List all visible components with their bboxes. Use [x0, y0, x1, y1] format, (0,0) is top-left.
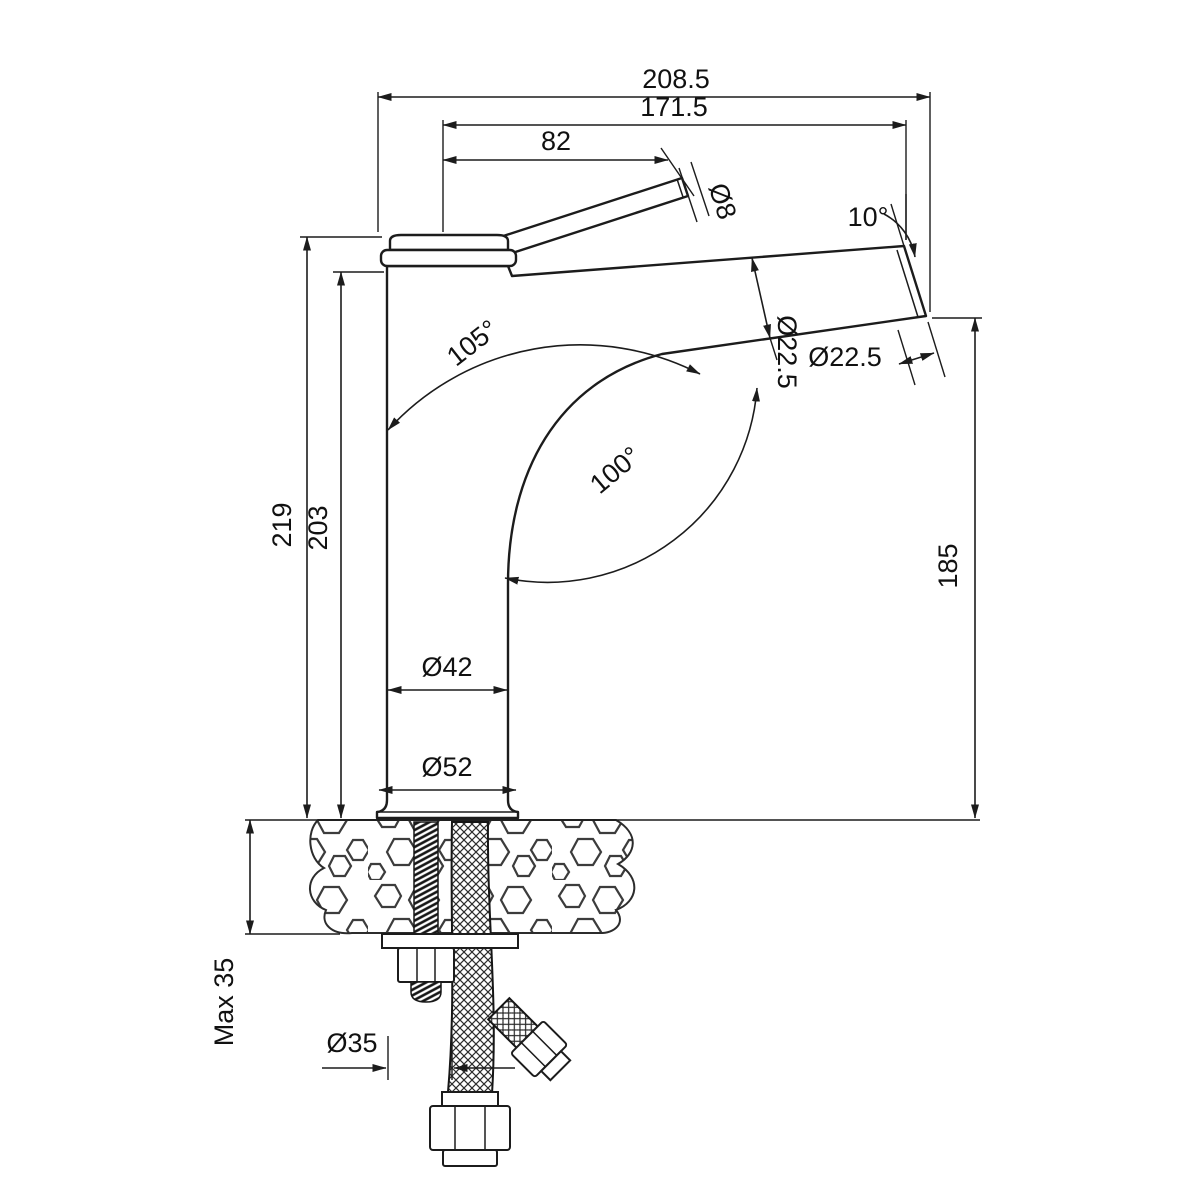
- countertop-section: [245, 819, 980, 935]
- dim-spout-dia-axial: Ø22.5: [772, 315, 802, 389]
- fitting-end: [442, 1149, 498, 1167]
- dim-overall-reach: 208.5: [642, 64, 710, 94]
- extension-lines: [245, 92, 982, 1080]
- dim-handle-length: 82: [541, 126, 571, 156]
- dim-hole-diameter: Ø35: [326, 1028, 377, 1058]
- dim-outlet-height: 185: [933, 543, 963, 588]
- handle-lever: [492, 176, 690, 259]
- mounting-washer-plate: [381, 933, 519, 949]
- body-and-spout-outline: [375, 244, 928, 820]
- dim-total-height: 219: [267, 502, 297, 547]
- dim-handle-diameter: Ø8: [703, 179, 743, 223]
- dim-swivel-angle: 100°: [584, 441, 646, 500]
- aerator-face-line: [896, 249, 919, 318]
- fitting-collar: [441, 1091, 499, 1107]
- cartridge-ring: [379, 248, 518, 268]
- hose-end-fitting: [429, 1091, 511, 1167]
- dim-spout-reach: 171.5: [640, 92, 708, 122]
- dim-body-diameter: Ø42: [421, 652, 472, 682]
- mounting-nut: [397, 947, 455, 983]
- dim-base-diameter: Ø52: [421, 752, 472, 782]
- threaded-mounting-rod: [413, 821, 439, 949]
- dimension-labels: 208.5 171.5 82 Ø8 10° 105° Ø22.5 Ø22.5 1…: [209, 64, 963, 1058]
- dim-spout-diameter: Ø22.5: [808, 342, 882, 372]
- rod-stub: [410, 981, 442, 1003]
- hose-connector-45deg: [486, 996, 572, 1082]
- dimension-lines: [246, 93, 979, 1072]
- handle-tip-line: [676, 178, 684, 198]
- fitting-hex-nut: [429, 1105, 511, 1151]
- connector-end: [539, 1049, 572, 1082]
- faucet-body: [375, 176, 928, 820]
- dim-body-height: 203: [303, 505, 333, 550]
- dim-max-deck-thickness: Max 35: [209, 958, 239, 1047]
- cartridge-dome: [388, 233, 510, 252]
- dim-outlet-angle: 10°: [848, 202, 889, 232]
